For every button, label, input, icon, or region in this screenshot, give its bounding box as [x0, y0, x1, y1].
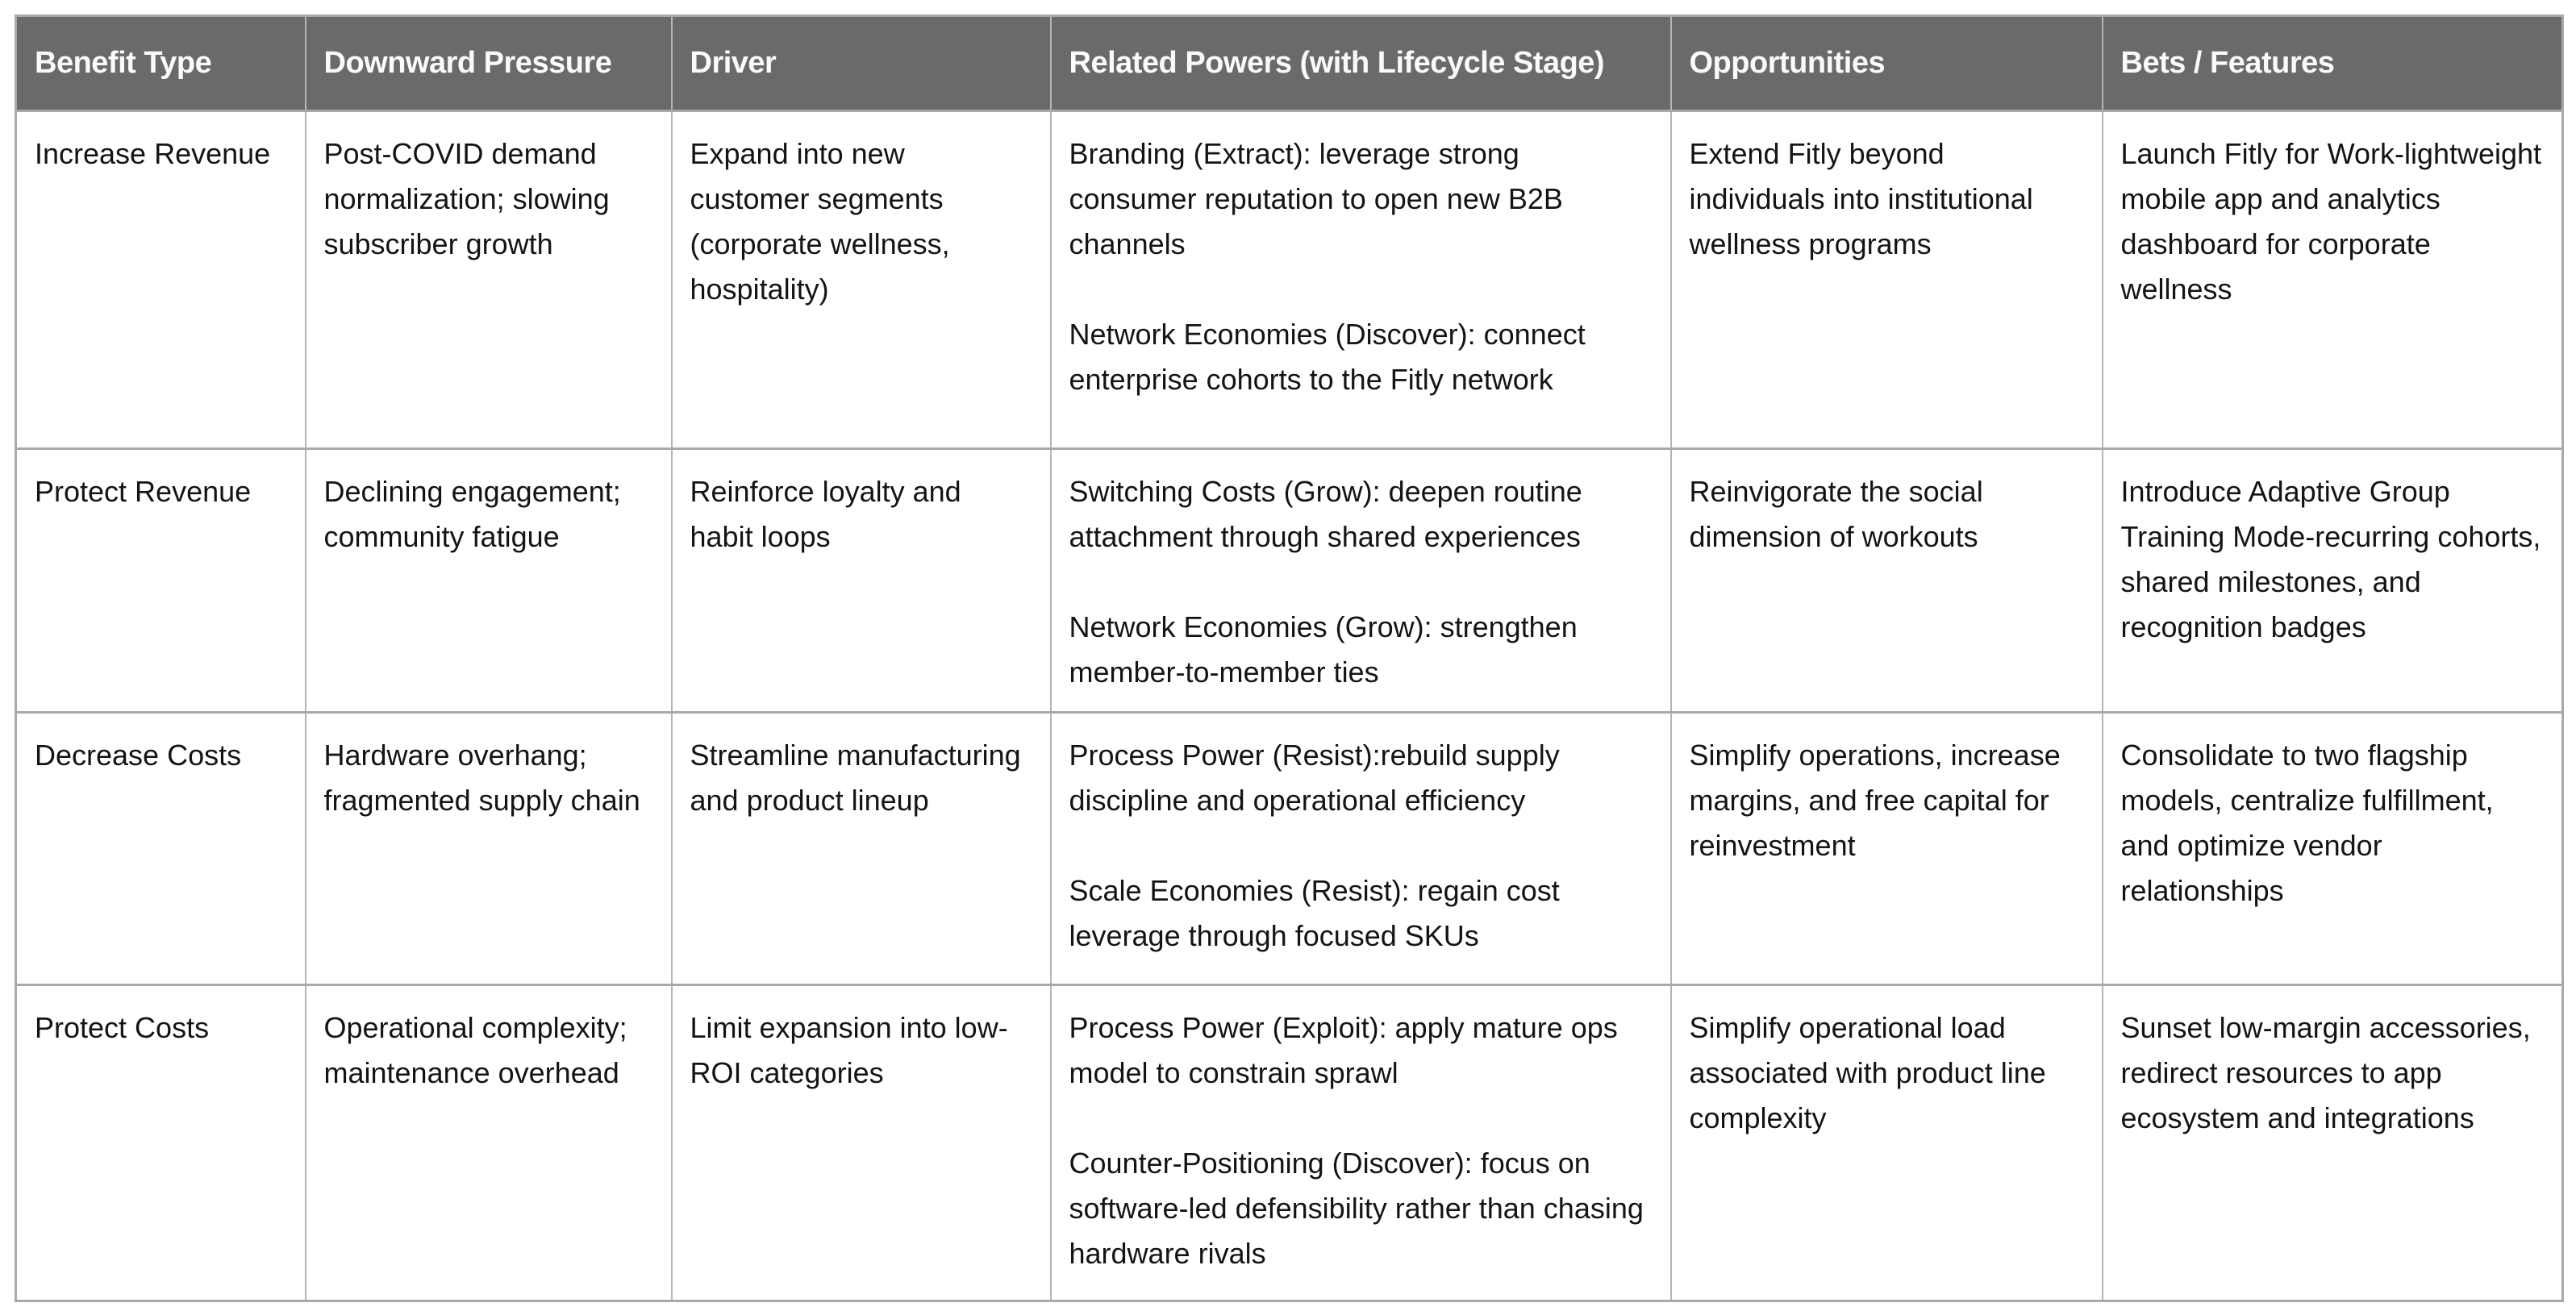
related-power-paragraph: Network Economies (Grow): strengthen mem…: [1069, 610, 1578, 689]
cell-bets-features: Consolidate to two flagship models, cent…: [2101, 711, 2564, 986]
table-row-protect-revenue: Protect Revenue Declining engagement; co…: [15, 447, 2564, 714]
table-row-protect-costs: Protect Costs Operational complexity; ma…: [15, 984, 2564, 1302]
cell-benefit-type: Decrease Costs: [15, 711, 306, 986]
cell-driver: Reinforce loyalty and habit loops: [670, 447, 1052, 714]
cell-related-powers: Process Power (Exploit): apply mature op…: [1049, 984, 1672, 1302]
cell-opportunities: Simplify operational load associated wit…: [1669, 984, 2103, 1302]
cell-bets-features: Launch Fitly for Work-lightweight mobile…: [2101, 110, 2564, 450]
column-header-opportunities: Opportunities: [1669, 15, 2103, 112]
column-header-bets-features: Bets / Features: [2101, 15, 2564, 112]
cell-bets-features: Sunset low-margin accessories, redirect …: [2101, 984, 2564, 1302]
cell-opportunities: Reinvigorate the social dimension of wor…: [1669, 447, 2103, 714]
cell-driver: Expand into new customer segments (corpo…: [670, 110, 1052, 450]
cell-downward-pressure: Operational complexity; maintenance over…: [304, 984, 673, 1302]
related-power-paragraph: Process Power (Resist):rebuild supply di…: [1069, 739, 1560, 817]
table-header-row: Benefit Type Downward Pressure Driver Re…: [15, 15, 2564, 112]
related-power-paragraph: Switching Costs (Grow): deepen routine a…: [1069, 475, 1582, 553]
cell-related-powers: Branding (Extract): leverage strong cons…: [1049, 110, 1672, 450]
cell-bets-features: Introduce Adaptive Group Training Mode-r…: [2101, 447, 2564, 714]
cell-downward-pressure: Declining engagement; community fatigue: [304, 447, 673, 714]
cell-benefit-type: Protect Costs: [15, 984, 306, 1302]
related-power-paragraph: Process Power (Exploit): apply mature op…: [1069, 1011, 1618, 1089]
cell-related-powers: Switching Costs (Grow): deepen routine a…: [1049, 447, 1672, 714]
cell-related-powers: Process Power (Resist):rebuild supply di…: [1049, 711, 1672, 986]
cell-benefit-type: Increase Revenue: [15, 110, 306, 450]
related-power-paragraph: Scale Economies (Resist): regain cost le…: [1069, 874, 1560, 952]
cell-downward-pressure: Hardware overhang; fragmented supply cha…: [304, 711, 673, 986]
cell-driver: Limit expansion into low-ROI categories: [670, 984, 1052, 1302]
cell-opportunities: Simplify operations, increase margins, a…: [1669, 711, 2103, 986]
related-power-paragraph: Branding (Extract): leverage strong cons…: [1069, 137, 1563, 260]
related-power-paragraph: Counter-Positioning (Discover): focus on…: [1069, 1147, 1644, 1270]
column-header-driver: Driver: [670, 15, 1052, 112]
column-header-benefit-type: Benefit Type: [15, 15, 306, 112]
cell-downward-pressure: Post-COVID demand normalization; slowing…: [304, 110, 673, 450]
cell-benefit-type: Protect Revenue: [15, 447, 306, 714]
table-row-decrease-costs: Decrease Costs Hardware overhang; fragme…: [15, 711, 2564, 986]
table-row-increase-revenue: Increase Revenue Post-COVID demand norma…: [15, 110, 2564, 450]
column-header-related-powers: Related Powers (with Lifecycle Stage): [1049, 15, 1672, 112]
cell-opportunities: Extend Fitly beyond individuals into ins…: [1669, 110, 2103, 450]
cell-driver: Streamline manufacturing and product lin…: [670, 711, 1052, 986]
related-power-paragraph: Network Economies (Discover): connect en…: [1069, 318, 1586, 396]
benefit-analysis-table: Benefit Type Downward Pressure Driver Re…: [15, 15, 2564, 1302]
column-header-downward-pressure: Downward Pressure: [304, 15, 673, 112]
